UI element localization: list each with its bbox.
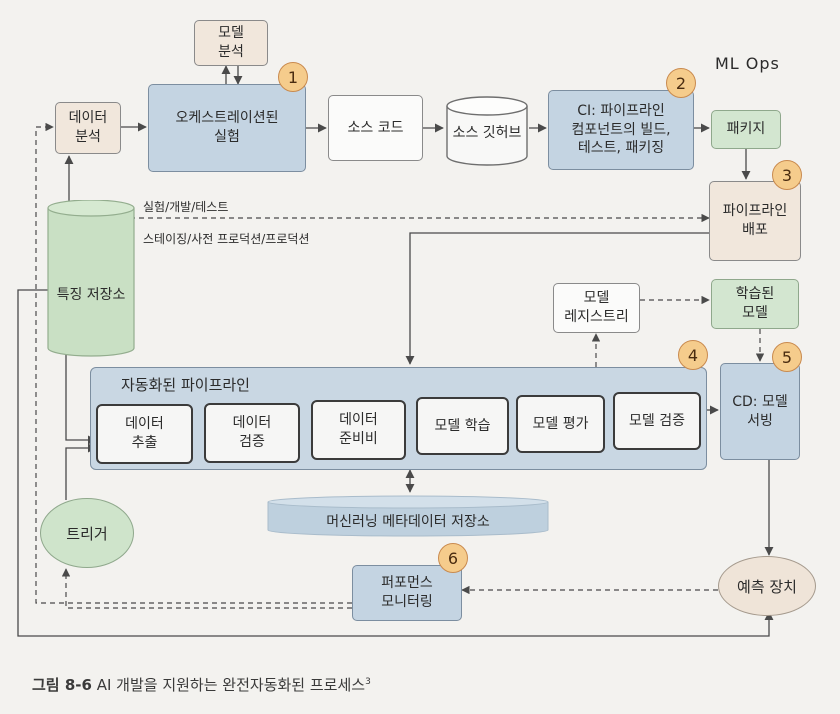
trigger-ellipse[interactable]: 트리거	[40, 498, 134, 568]
arrow-trigger-to-pipeline	[65, 443, 97, 500]
caption-superscript: 3	[365, 677, 371, 687]
dashed-monitoring-to-analysis	[35, 122, 352, 604]
data-analysis-box[interactable]: 데이터 분석	[55, 102, 121, 154]
ml-metadata-store-label: 머신러닝 메타데이터 저장소	[326, 514, 490, 530]
badge-4: 4	[678, 340, 708, 370]
badge-3: 3	[772, 160, 802, 190]
pipeline-step-model-evaluation[interactable]: 모델 평가	[516, 395, 605, 453]
label-experiment-dev-test: 실험/개발/테스트	[143, 200, 229, 214]
badge-2: 2	[666, 68, 696, 98]
source-github-label: 소스 깃허브	[452, 125, 522, 141]
cd-model-serving-box[interactable]: CD: 모델 서빙	[720, 363, 800, 460]
performance-monitoring-box[interactable]: 퍼포먼스 모니터링	[352, 565, 462, 621]
pipeline-step-data-preparation[interactable]: 데이터 준비비	[311, 400, 406, 460]
model-registry-box[interactable]: 모델 레지스트리	[553, 283, 640, 333]
package-box[interactable]: 패키지	[711, 110, 781, 149]
trained-model-box[interactable]: 학습된 모델	[711, 279, 799, 329]
prediction-service-ellipse[interactable]: 예측 장치	[718, 556, 816, 616]
badge-6: 6	[438, 543, 468, 573]
pipeline-deploy-box[interactable]: 파이프라인 배포	[709, 181, 801, 261]
badge-1: 1	[278, 62, 308, 92]
arrow-store-to-extraction	[65, 355, 97, 445]
cylinder-shape	[47, 199, 135, 357]
label-staging-preprod-prod: 스테이징/사전 프로덕션/프로덕션	[143, 232, 310, 246]
caption-prefix: 그림 8-6	[32, 676, 92, 694]
mlops-label: ML Ops	[715, 54, 780, 73]
model-analysis-box[interactable]: 모델 분석	[194, 20, 268, 66]
dashed-monitoring-to-trigger	[61, 568, 352, 609]
ml-metadata-store[interactable]: 머신러닝 메타데이터 저장소	[266, 494, 550, 538]
source-code-box[interactable]: 소스 코드	[328, 95, 423, 161]
orchestrated-experiment-box[interactable]: 오케스트레이션된 실험	[148, 84, 306, 172]
metadata-cylinder-shape	[267, 495, 549, 537]
feature-store-cylinder[interactable]: 특징 저장소	[46, 199, 136, 358]
caption-text: AI 개발을 지원하는 완전자동화된 프로세스	[91, 676, 366, 694]
cylinder-shape	[446, 96, 528, 166]
figure-caption: 그림 8-6 AI 개발을 지원하는 완전자동화된 프로세스3	[32, 674, 371, 695]
ci-build-box[interactable]: CI: 파이프라인 컴포넌트의 빌드, 테스트, 패키징	[548, 90, 694, 170]
pipeline-step-data-extraction[interactable]: 데이터 추출	[96, 404, 193, 464]
feature-store-label: 특징 저장소	[56, 287, 126, 303]
pipeline-step-data-validation[interactable]: 데이터 검증	[204, 403, 300, 463]
source-github-cylinder[interactable]: 소스 깃허브	[445, 96, 529, 168]
badge-5: 5	[772, 342, 802, 372]
pipeline-step-model-training[interactable]: 모델 학습	[416, 397, 509, 455]
arrow-deploy-to-pipeline	[405, 232, 709, 365]
pipeline-step-model-validation[interactable]: 모델 검증	[613, 392, 701, 450]
automated-pipeline-title: 자동화된 파이프라인	[121, 376, 250, 394]
